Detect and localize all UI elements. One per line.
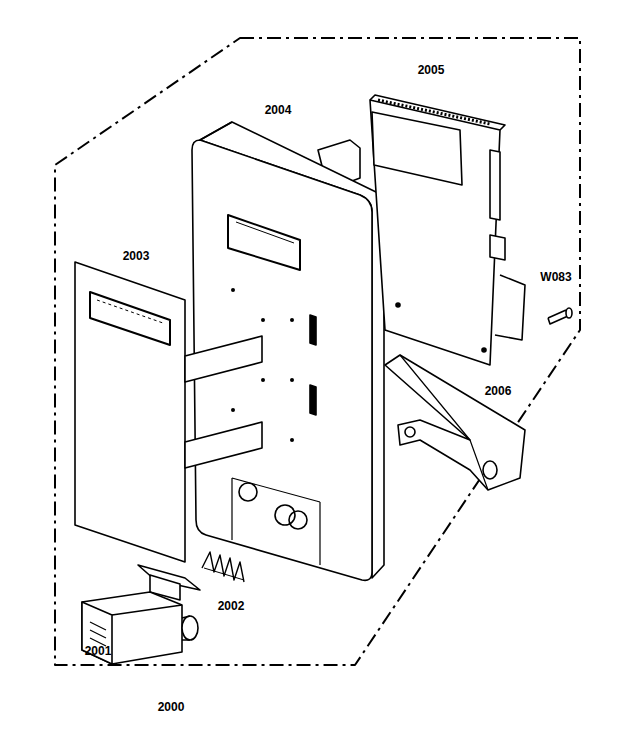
button-body xyxy=(82,592,182,664)
assembly-boundary xyxy=(55,38,580,665)
button-pin xyxy=(182,616,198,640)
frame-button-hole xyxy=(239,483,257,501)
frame-slots xyxy=(310,315,316,415)
callout-number: 2002 xyxy=(218,600,245,612)
spring xyxy=(202,552,244,582)
button-marks xyxy=(90,622,106,646)
callout-number: 2003 xyxy=(123,250,150,262)
frame-button-recess xyxy=(232,478,320,565)
frame-button-hole xyxy=(289,511,307,529)
pcb xyxy=(370,100,500,365)
latch-bracket xyxy=(385,355,525,490)
screw-head xyxy=(566,308,572,318)
pcb-pins xyxy=(378,100,490,124)
callout-number: 2005 xyxy=(418,64,445,76)
latch-pivot xyxy=(483,461,497,479)
pcb-hole xyxy=(396,303,400,307)
membrane-window xyxy=(90,292,170,345)
membrane-window-inner xyxy=(97,300,163,323)
frame-edge xyxy=(200,122,232,140)
membrane-panel xyxy=(75,262,185,562)
pcb-connector xyxy=(372,112,462,185)
frame-window xyxy=(228,215,300,270)
callout-number: 2006 xyxy=(485,385,512,397)
frame-window-inner xyxy=(236,222,294,243)
callout-number: 2001 xyxy=(85,645,112,657)
pcb-relay xyxy=(495,275,525,340)
button-pin-edge xyxy=(182,616,190,640)
pcb-components xyxy=(490,150,505,260)
callout-number: W083 xyxy=(540,271,571,283)
callout-number: 2004 xyxy=(265,104,292,116)
latch-hole xyxy=(405,427,415,437)
ribbon-tail xyxy=(185,336,262,382)
button-face xyxy=(82,602,112,664)
callout-number: 2000 xyxy=(158,701,185,713)
spring-axis xyxy=(204,568,244,580)
pcb-hole xyxy=(482,348,486,352)
frame-button-hole xyxy=(275,505,295,525)
button-edge xyxy=(112,605,182,615)
ribbon-tail xyxy=(185,422,262,468)
screw xyxy=(548,310,568,324)
latch-edge xyxy=(400,355,488,490)
